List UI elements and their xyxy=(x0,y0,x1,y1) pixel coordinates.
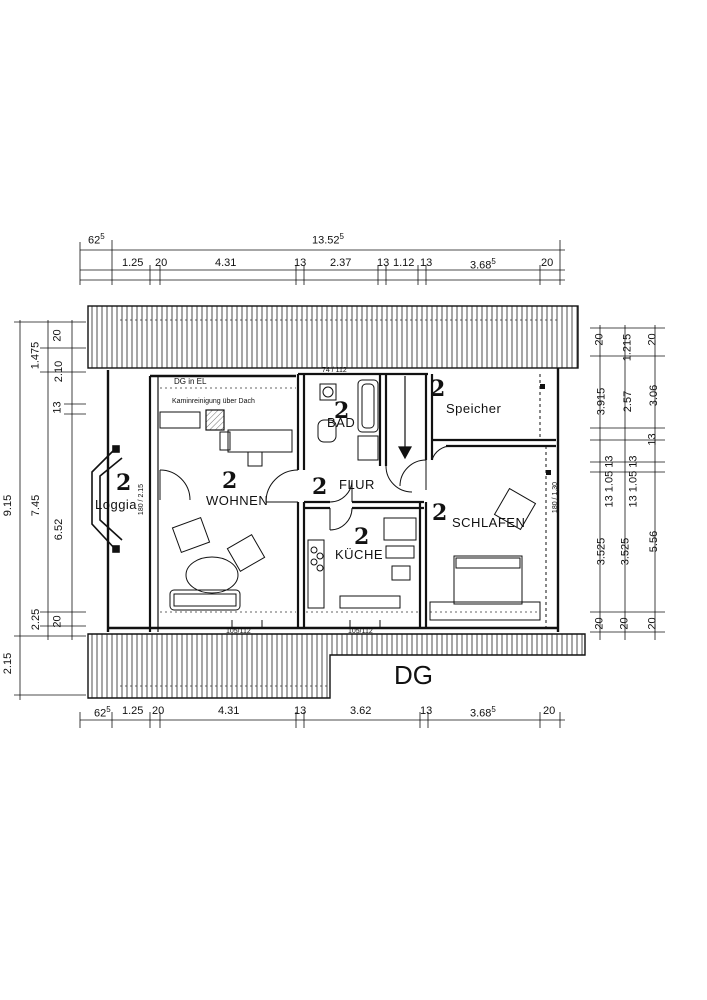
room-count-wohnen: 2 xyxy=(222,468,238,494)
room-label-speicher: Speicher xyxy=(446,401,502,416)
dim-bottom-seg-0: 1.25 xyxy=(122,705,144,717)
room-label-kueche: KÜCHE xyxy=(335,547,384,562)
dim-left-inner-2: 13 xyxy=(51,401,64,414)
room-count-kueche: 2 xyxy=(354,524,370,550)
dim-bottom-seg-1: 20 xyxy=(152,705,165,717)
dim-right-c-1: 3.06 xyxy=(648,384,661,407)
left-dimension-lines xyxy=(14,320,86,700)
outer-walls xyxy=(106,368,560,632)
room-count-loggia: 2 xyxy=(116,470,132,496)
dim-top-left-offset: 625 xyxy=(88,232,105,247)
dim-right-a-1: 3.915 xyxy=(595,387,608,416)
opening-schlafen-door: 180 / 1.30 xyxy=(552,481,560,514)
kitchen-furniture xyxy=(307,517,417,609)
dim-bottom-seg-4: 3.62 xyxy=(350,705,372,717)
room-label-wohnen: WOHNEN xyxy=(206,493,269,508)
right-dimension-lines xyxy=(590,325,665,640)
roof-slope-lines xyxy=(120,319,560,687)
dim-bottom-seg-6: 3.685 xyxy=(470,705,496,720)
room-count-flur: 2 xyxy=(312,474,328,500)
dim-top-seg-9: 20 xyxy=(541,257,554,269)
room-label-schlafen: SCHLAFEN xyxy=(452,515,526,530)
dim-right-b-3: 3.525 xyxy=(619,537,632,566)
bottom-dimension-chain xyxy=(79,712,565,728)
roof-top xyxy=(87,305,579,369)
room-count-bad: 2 xyxy=(334,398,350,424)
dim-right-b-0: 1.215 xyxy=(621,333,634,362)
opening-bad: 74 / 112 xyxy=(322,367,347,374)
dim-right-c-4: 20 xyxy=(646,617,659,630)
opening-window-kueche: 105/112 xyxy=(348,628,373,635)
dim-top-seg-0: 1.25 xyxy=(122,257,144,269)
note-chimney: Kaminreinigung über Dach xyxy=(172,398,255,405)
dim-right-c-3: 5.56 xyxy=(648,530,661,553)
dim-top-seg-3: 13 xyxy=(294,257,307,269)
dim-right-c-0: 20 xyxy=(646,333,659,346)
dim-left-inner-3: 6.52 xyxy=(53,518,66,541)
dim-top-seg-4: 2.37 xyxy=(330,257,352,269)
dim-right-a-3: 3.525 xyxy=(595,537,608,566)
chimney xyxy=(205,409,225,431)
room-label-loggia: Loggia xyxy=(95,497,138,512)
dim-left-inner-4: 20 xyxy=(51,615,64,628)
room-count-schlafen: 2 xyxy=(432,500,448,526)
dim-right-a-0: 20 xyxy=(593,333,606,346)
dim-left-outer-1: 2.15 xyxy=(2,652,15,675)
dim-left-middle-0: 1.475 xyxy=(29,341,42,370)
interior-walls xyxy=(296,372,556,628)
stair-arrow xyxy=(397,376,413,460)
dim-right-a-4: 20 xyxy=(593,617,606,630)
speicher-marks xyxy=(540,384,551,475)
dim-right-a-mid: 13 1.05 13 xyxy=(603,455,616,508)
doors xyxy=(159,445,453,531)
room-label-flur: FLUR xyxy=(339,477,375,492)
dim-left-inner-1: 2.10 xyxy=(53,360,66,383)
opening-window-wohnen: 105/112 xyxy=(226,628,251,635)
dim-right-b-1: 2.57 xyxy=(622,390,635,413)
opening-loggia-door: 180 / 2.15 xyxy=(138,483,146,516)
bath-fixtures xyxy=(317,379,379,461)
dim-bottom-seg-7: 20 xyxy=(543,705,556,717)
dim-left-outer-0: 9.15 xyxy=(2,494,15,517)
dim-right-b-4: 20 xyxy=(618,617,631,630)
room-count-speicher: 2 xyxy=(430,376,446,402)
dim-bottom-seg-5: 13 xyxy=(420,705,433,717)
dim-bottom-seg-2: 4.31 xyxy=(218,705,240,717)
note-dg-in-el: DG in EL xyxy=(174,377,207,386)
wohnen-furniture xyxy=(159,411,293,611)
window-markers xyxy=(231,620,381,628)
loggia-bay xyxy=(91,376,159,632)
dim-top-overall: 13.525 xyxy=(312,232,344,247)
dim-top-seg-2: 4.31 xyxy=(215,257,237,269)
dim-top-seg-8: 3.685 xyxy=(470,257,496,272)
schlafen-furniture xyxy=(429,487,541,621)
dim-right-b-2: 13 1.05 13 xyxy=(627,455,640,508)
dim-bottom-left-offset: 625 xyxy=(94,705,111,720)
dim-left-inner-0: 20 xyxy=(51,329,64,342)
dim-left-middle-1: 7.45 xyxy=(30,494,43,517)
dim-top-seg-6: 1.12 xyxy=(393,257,415,269)
roof-bottom xyxy=(87,633,586,699)
floor-label: DG xyxy=(394,660,433,690)
dim-right-c-2: 13 xyxy=(646,433,659,446)
dim-bottom-seg-3: 13 xyxy=(294,705,307,717)
top-dimension-chain xyxy=(79,240,565,285)
dim-top-seg-7: 13 xyxy=(420,257,433,269)
dim-left-middle-2: 2.25 xyxy=(30,608,43,631)
room-label-bad: BAD xyxy=(327,415,356,430)
dim-top-seg-5: 13 xyxy=(377,257,390,269)
dim-top-seg-1: 20 xyxy=(155,257,168,269)
